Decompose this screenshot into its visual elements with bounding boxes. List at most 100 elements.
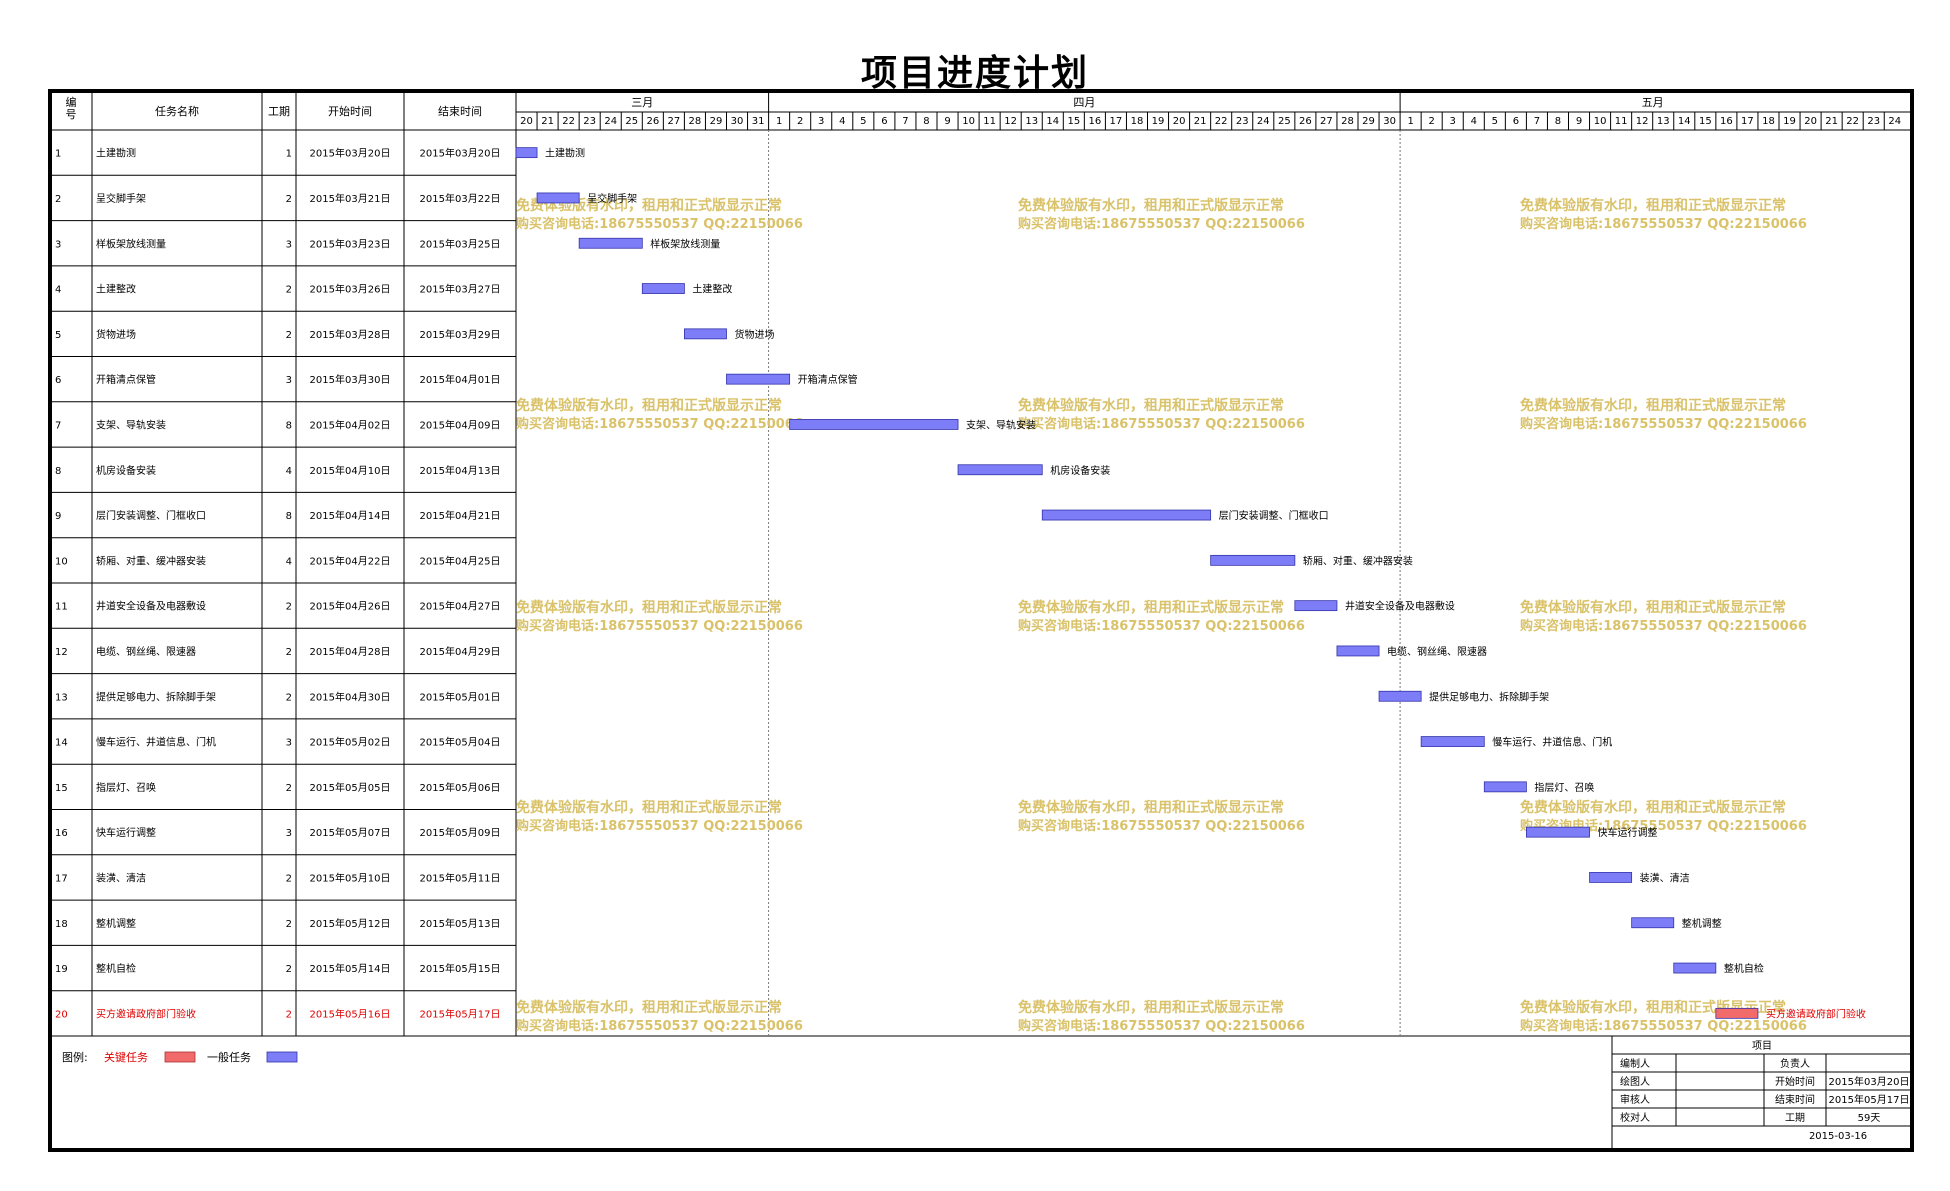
task-name: 快车运行调整 bbox=[96, 826, 156, 839]
task-name: 土建整改 bbox=[96, 283, 136, 296]
task-bar-label: 货物进场 bbox=[735, 328, 775, 341]
task-bar bbox=[1210, 554, 1296, 566]
task-start: 2015年04月28日 bbox=[310, 645, 391, 658]
legend-title: 图例: bbox=[62, 1050, 88, 1064]
task-name: 整机自检 bbox=[96, 962, 136, 975]
day-label: 12 bbox=[1636, 116, 1649, 127]
task-start: 2015年05月05日 bbox=[310, 781, 391, 794]
info-label: 校对人 bbox=[1620, 1111, 1650, 1124]
day-label: 21 bbox=[1194, 116, 1207, 127]
task-start: 2015年05月02日 bbox=[310, 736, 391, 749]
task-start: 2015年03月21日 bbox=[310, 192, 391, 205]
task-name: 电缆、钢丝绳、限速器 bbox=[96, 645, 196, 658]
day-label: 4 bbox=[839, 116, 845, 127]
task-bar bbox=[1294, 600, 1338, 612]
task-name: 土建勘测 bbox=[96, 147, 136, 160]
task-id: 12 bbox=[55, 647, 68, 658]
day-label: 12 bbox=[1004, 116, 1017, 127]
task-bar-label: 呈交脚手架 bbox=[587, 192, 637, 205]
day-label: 16 bbox=[1720, 116, 1733, 127]
day-label: 20 bbox=[1804, 116, 1817, 127]
legend-normal-label: 一般任务 bbox=[207, 1051, 251, 1064]
day-label: 20 bbox=[520, 116, 533, 127]
watermark-line2: 购买咨询电话:18675550537 QQ:22150066 bbox=[1018, 818, 1305, 834]
day-label: 15 bbox=[1699, 116, 1712, 127]
task-bar-label: 土建整改 bbox=[692, 283, 732, 296]
header-name: 任务名称 bbox=[155, 104, 199, 118]
legend-critical-swatch bbox=[164, 1051, 196, 1063]
day-label: 15 bbox=[1067, 116, 1080, 127]
task-id: 10 bbox=[55, 556, 68, 567]
watermark-line2: 购买咨询电话:18675550537 QQ:22150066 bbox=[1018, 1018, 1305, 1034]
day-label: 6 bbox=[1513, 116, 1519, 127]
day-label: 10 bbox=[962, 116, 975, 127]
task-duration: 2 bbox=[286, 964, 292, 975]
day-label: 23 bbox=[1867, 116, 1880, 127]
task-duration: 3 bbox=[286, 375, 292, 386]
header-id: 编号 bbox=[66, 95, 77, 121]
task-bar-label: 整机调整 bbox=[1682, 917, 1722, 930]
gantt-bars: 土建勘测呈交脚手架样板架放线测量土建整改货物进场开箱清点保管支架、导轨安装机房设… bbox=[515, 147, 1866, 1020]
task-id: 9 bbox=[55, 511, 61, 522]
watermark-line1: 免费体验版有水印，租用和正式版显示正常 bbox=[1018, 799, 1284, 816]
task-start: 2015年03月28日 bbox=[310, 328, 391, 341]
watermark-line1: 免费体验版有水印，租用和正式版显示正常 bbox=[1520, 397, 1786, 414]
task-duration: 3 bbox=[286, 239, 292, 250]
task-end: 2015年05月15日 bbox=[420, 962, 501, 975]
task-bar bbox=[1673, 962, 1717, 974]
task-bar-label: 样板架放线测量 bbox=[650, 237, 720, 250]
task-name: 装潢、清洁 bbox=[96, 871, 146, 884]
task-end: 2015年04月27日 bbox=[420, 600, 501, 613]
watermark-line1: 免费体验版有水印，租用和正式版显示正常 bbox=[516, 599, 782, 616]
task-duration: 4 bbox=[286, 556, 292, 567]
task-bar bbox=[1378, 690, 1422, 702]
watermark-line1: 免费体验版有水印，租用和正式版显示正常 bbox=[1018, 397, 1284, 414]
task-end: 2015年03月29日 bbox=[420, 328, 501, 341]
task-id: 1 bbox=[55, 149, 61, 160]
task-name: 机房设备安装 bbox=[96, 464, 156, 477]
task-bar bbox=[1336, 645, 1380, 657]
task-name: 整机调整 bbox=[96, 917, 136, 930]
task-end: 2015年03月20日 bbox=[420, 147, 501, 160]
day-label: 24 bbox=[1888, 116, 1901, 127]
day-label: 6 bbox=[881, 116, 887, 127]
day-label: 5 bbox=[1492, 116, 1498, 127]
task-bar bbox=[1483, 781, 1527, 793]
task-start: 2015年05月07日 bbox=[310, 826, 391, 839]
task-name: 层门安装调整、门框收口 bbox=[96, 509, 206, 522]
info-header: 项目 bbox=[1752, 1040, 1772, 1052]
info-date: 2015-03-16 bbox=[1809, 1131, 1867, 1142]
task-duration: 2 bbox=[286, 194, 292, 205]
task-id: 7 bbox=[55, 420, 61, 431]
task-duration: 2 bbox=[286, 692, 292, 703]
header-duration: 工期 bbox=[268, 105, 290, 118]
task-bar-label: 井道安全设备及电器敷设 bbox=[1345, 600, 1455, 613]
day-label: 22 bbox=[1215, 116, 1228, 127]
task-end: 2015年04月21日 bbox=[420, 509, 501, 522]
task-bar-label: 整机自检 bbox=[1724, 962, 1764, 975]
task-bar bbox=[1631, 917, 1675, 929]
task-end: 2015年03月22日 bbox=[420, 192, 501, 205]
day-label: 14 bbox=[1046, 116, 1059, 127]
day-label: 31 bbox=[752, 116, 765, 127]
watermark-line1: 免费体验版有水印，租用和正式版显示正常 bbox=[1520, 799, 1786, 816]
task-duration: 8 bbox=[286, 511, 292, 522]
info-value: 2015年05月17日 bbox=[1829, 1093, 1910, 1106]
day-label: 28 bbox=[689, 116, 702, 127]
task-end: 2015年05月17日 bbox=[420, 1007, 501, 1020]
task-bar bbox=[1589, 872, 1633, 883]
task-end: 2015年05月11日 bbox=[420, 871, 501, 884]
task-duration: 2 bbox=[286, 647, 292, 658]
day-label: 2 bbox=[797, 116, 803, 127]
legend-normal-swatch bbox=[266, 1051, 298, 1063]
task-name: 提供足够电力、拆除脚手架 bbox=[96, 690, 216, 703]
task-duration: 3 bbox=[286, 828, 292, 839]
task-duration: 2 bbox=[286, 873, 292, 884]
watermark-line1: 免费体验版有水印，租用和正式版显示正常 bbox=[1018, 599, 1284, 616]
info-label: 审核人 bbox=[1620, 1093, 1650, 1106]
task-bar bbox=[684, 328, 727, 340]
task-id: 18 bbox=[55, 919, 68, 930]
day-label: 27 bbox=[1320, 116, 1333, 127]
